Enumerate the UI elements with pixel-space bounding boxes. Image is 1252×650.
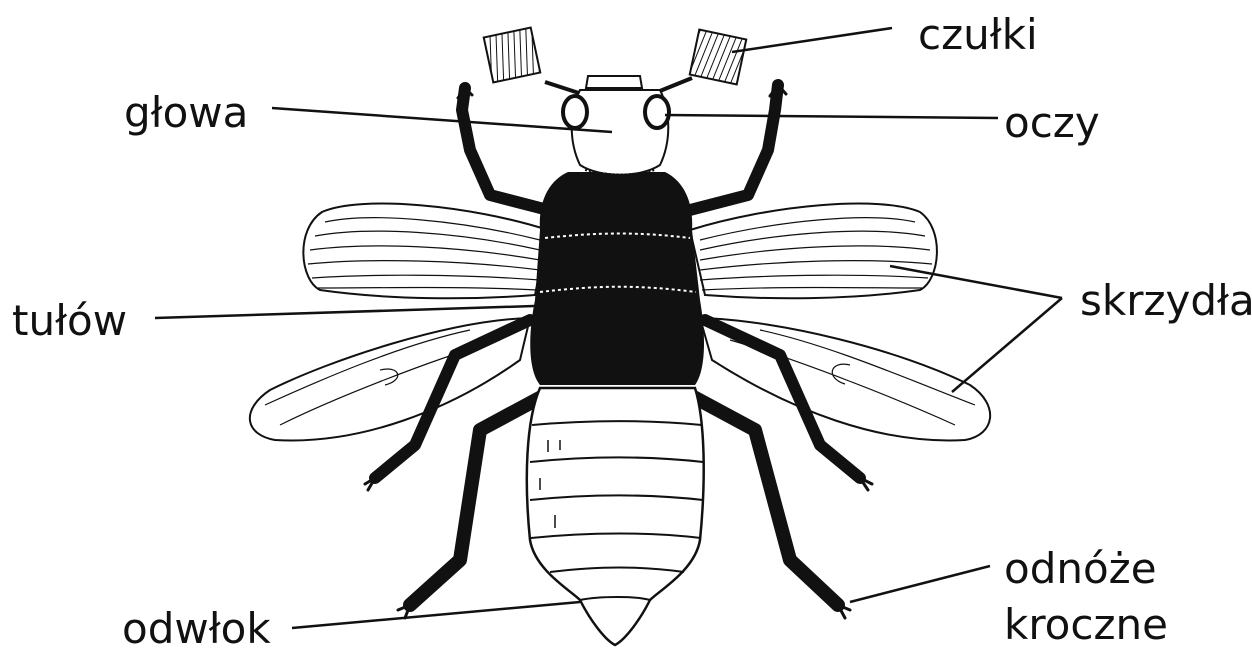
- label-head: głowa: [124, 92, 248, 134]
- label-thorax: tułów: [12, 300, 127, 342]
- label-eyes: oczy: [1004, 102, 1100, 144]
- leader-tulow: [155, 306, 534, 318]
- label-abdomen: odwłok: [122, 608, 271, 650]
- label-leg-line2: kroczne: [1004, 604, 1168, 646]
- label-leg-line1: odnóże: [1004, 548, 1157, 590]
- leader-skrzydla-lower: [952, 298, 1062, 392]
- leader-glowa: [272, 108, 612, 132]
- leader-oczy: [665, 115, 998, 118]
- fore-wing-right: [690, 204, 937, 299]
- label-wings: skrzydła: [1080, 280, 1252, 322]
- thorax-drawing: [530, 172, 704, 385]
- fore-wing-left: [303, 204, 548, 299]
- leader-odnoze: [850, 566, 990, 602]
- head-drawing: [563, 76, 669, 175]
- label-antennae: czułki: [918, 14, 1038, 56]
- abdomen-drawing: [527, 388, 704, 645]
- leader-czulki: [732, 28, 892, 52]
- leader-odwlok: [292, 602, 580, 628]
